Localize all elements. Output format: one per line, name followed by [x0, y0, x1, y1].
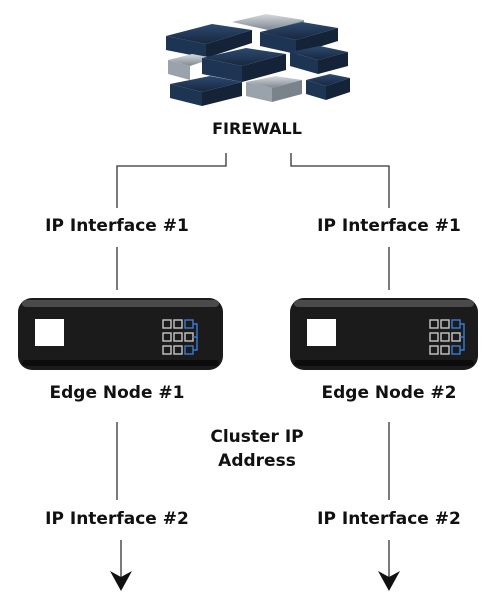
- ip-interface-2-left: IP Interface #2: [45, 509, 189, 529]
- connector-firewall-left: [116, 153, 227, 208]
- connector-firewall-right: [290, 153, 390, 208]
- ip-interface-2-right: IP Interface #2: [317, 509, 461, 529]
- brick-wall-icon: [166, 14, 350, 106]
- ip-interface-1-left: IP Interface #1: [45, 216, 189, 236]
- status-indicator-icon: [35, 319, 64, 346]
- firewall-label: FIREWALL: [212, 119, 302, 138]
- arrow-right-head: [378, 571, 400, 591]
- status-indicator-icon: [307, 319, 336, 346]
- edge-node-2-device-icon: [290, 298, 478, 370]
- cluster-ip-label-line2: Address: [218, 451, 296, 471]
- edge-node-2-label: Edge Node #2: [321, 383, 457, 403]
- arrow-left-head: [110, 571, 132, 591]
- edge-node-1-label: Edge Node #1: [49, 383, 185, 403]
- edge-node-1-device-icon: [18, 298, 223, 370]
- cluster-ip-label: Cluster IP Address: [210, 425, 303, 473]
- cluster-ip-label-line1: Cluster IP: [210, 427, 304, 447]
- port-grid-icon: [162, 319, 198, 355]
- port-grid-icon: [429, 319, 465, 355]
- ip-interface-1-right: IP Interface #1: [317, 216, 461, 236]
